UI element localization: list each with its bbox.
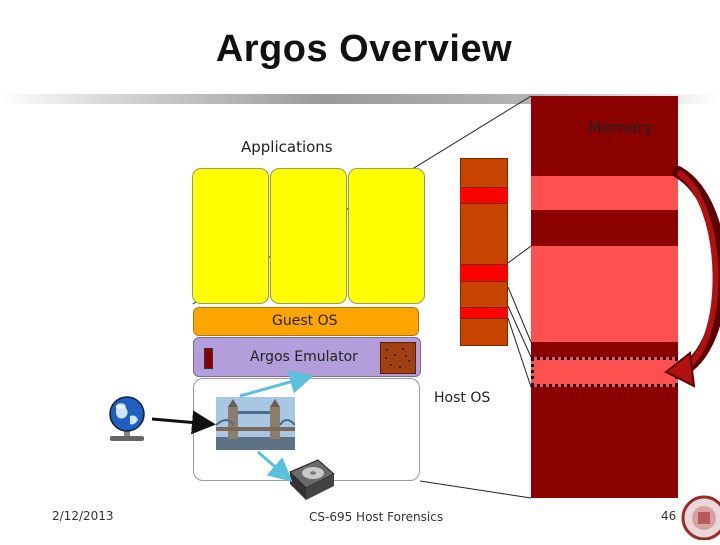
host-os-label: Host OS bbox=[434, 390, 491, 406]
stack-block-7 bbox=[460, 318, 508, 346]
guest-os-label: Guest OS bbox=[272, 313, 338, 329]
applications-label: Applications bbox=[241, 138, 333, 156]
network-globe-icon bbox=[104, 394, 150, 444]
university-seal-icon bbox=[678, 494, 720, 541]
stack-block-1 bbox=[460, 158, 508, 188]
stack-block-2 bbox=[460, 188, 508, 203]
memory-block-tainted bbox=[531, 357, 678, 387]
stack-block-6 bbox=[460, 308, 508, 318]
memory-block-2 bbox=[531, 246, 678, 342]
title-divider bbox=[0, 94, 720, 104]
stack-block-5 bbox=[460, 281, 508, 308]
memory-label: Memory bbox=[588, 118, 654, 137]
footer-page-number: 46 bbox=[661, 509, 677, 523]
argos-emulator-label: Argos Emulator bbox=[250, 349, 358, 365]
application-box-3 bbox=[348, 168, 425, 304]
stack-block-4 bbox=[460, 265, 508, 281]
stack-block-3 bbox=[460, 203, 508, 265]
emulator-memory-map-icon bbox=[380, 342, 416, 374]
emulator-tag-icon bbox=[204, 348, 213, 369]
bridge-photo-icon bbox=[215, 397, 296, 450]
slide-title: Argos Overview bbox=[215, 28, 513, 70]
footer-date: 2/12/2013 bbox=[52, 509, 114, 523]
footer-course: CS-695 Host Forensics bbox=[309, 510, 444, 524]
guest-os-layer: Guest OS bbox=[193, 307, 419, 336]
memory-block-1 bbox=[531, 176, 678, 210]
application-box-1 bbox=[192, 168, 269, 304]
argos-emulator-layer: Argos Emulator bbox=[193, 337, 421, 377]
hard-disk-icon bbox=[286, 458, 336, 502]
application-box-2 bbox=[270, 168, 347, 304]
